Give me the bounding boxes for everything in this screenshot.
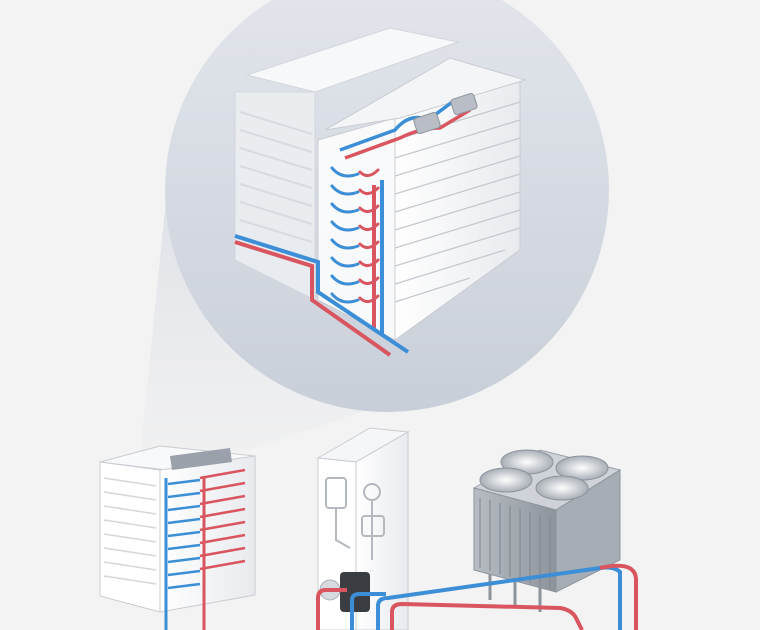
loop-pipes [316,563,638,630]
cdu-pump [340,572,370,612]
facility-cold-pipe [390,601,584,630]
fan-icon [535,475,589,501]
rack-hot-lines [199,468,246,571]
coolant-distribution-unit [316,427,410,630]
zoom-floor-cold-pipe [234,234,410,354]
cooler-fins [479,498,551,589]
cooler-hot-riser [599,563,638,630]
rack-cold-lines [167,478,201,590]
zoom-cold-plates [413,92,478,135]
zoomed-rack-detail [234,27,527,357]
dry-cooler [472,449,622,612]
zoom-cold-loops [330,166,360,304]
cdu-internals [325,477,385,560]
hot-return-pipe [316,588,347,630]
zoom-back-shelves [239,111,313,261]
zoom-top-plate [324,57,527,131]
zoom-server-blades [394,101,521,303]
zoom-floor-hot-pipe [234,240,392,357]
fan-icon [479,467,533,493]
cooler-fans [479,449,609,501]
cold-supply-pipe [350,592,386,630]
zoom-hot-loops [358,168,380,303]
server-rack [99,445,256,630]
facility-hot-pipe [376,565,622,630]
rack-left-slots [103,477,157,585]
